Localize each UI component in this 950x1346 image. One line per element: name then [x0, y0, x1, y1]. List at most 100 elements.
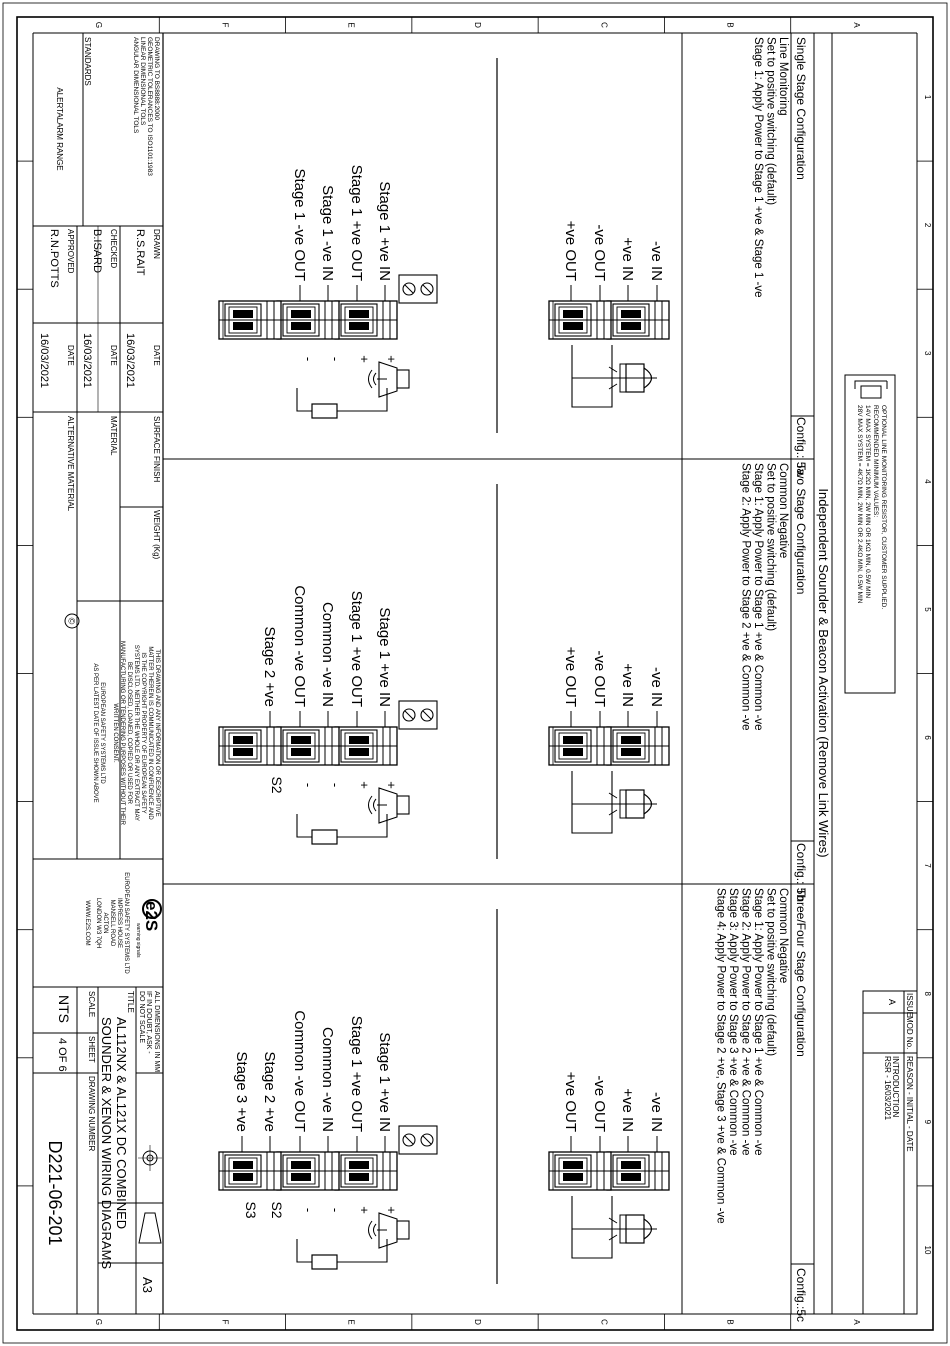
drawing-number: D221-06-201 — [45, 1140, 65, 1245]
svg-text:DO NOT SCALE: DO NOT SCALE — [138, 991, 145, 1043]
terminal-label: -ve OUT — [591, 224, 608, 281]
svg-text:WEIGHT (Kg): WEIGHT (Kg) — [152, 510, 161, 560]
config-line: Stage 1: Apply Power to Stage 1 +ve & Co… — [752, 888, 764, 1156]
polarity-mark: + — [357, 1206, 372, 1214]
range-label: ALERTALARM RANGE — [55, 87, 64, 170]
config-line: Common Negative — [777, 888, 789, 983]
config-line: Stage 1: Apply Power to Stage 1 +ve & St… — [752, 37, 764, 298]
svg-text:28V MAX SYSTEM = 4K7Ω MIN, 2W: 28V MAX SYSTEM = 4K7Ω MIN, 2W MIN OR 2.4… — [856, 405, 863, 604]
svg-text:MANUFACTURING OR TENDERING PUR: MANUFACTURING OR TENDERING PURPOSES WITH… — [119, 641, 125, 826]
config-title: Single Stage Configuration — [794, 37, 808, 180]
approved-by: R.N.POTTS — [48, 229, 60, 288]
svg-text:16/03/2021: 16/03/2021 — [124, 333, 136, 388]
border-row-label: A — [852, 22, 861, 28]
terminal-label: +ve IN — [619, 1088, 636, 1132]
config-title: Two Stage Configuration — [794, 463, 808, 594]
config-line: Line Monitoring — [777, 37, 789, 116]
revision-issue: A — [887, 999, 897, 1005]
polarity-mark: - — [328, 783, 343, 787]
header-title: Independent Sounder & Beacon Activation … — [816, 488, 831, 857]
config-line: Set to positive switching (default) — [765, 463, 777, 631]
svg-text:GEOMETRIC TOLERANCES TO ISO110: GEOMETRIC TOLERANCES TO ISO1101:1983 — [146, 37, 153, 176]
polarity-mark: - — [328, 357, 343, 361]
svg-text:CHECKED: CHECKED — [109, 229, 118, 268]
svg-text:DATE: DATE — [66, 345, 75, 366]
svg-text:WWW.E2S.COM: WWW.E2S.COM — [84, 900, 90, 945]
terminal-label: Stage 1 +ve IN — [376, 181, 393, 281]
config-title: Three/Four Stage Configuration — [794, 888, 808, 1057]
svg-text:IMPRESS HOUSE: IMPRESS HOUSE — [116, 898, 122, 948]
svg-text:DRAWING NUMBER: DRAWING NUMBER — [87, 1076, 96, 1151]
terminal-label: Stage 2 +ve — [261, 627, 278, 707]
svg-text:THIS DRAWING AND ANY INFORMATI: THIS DRAWING AND ANY INFORMATION OR DESC… — [154, 649, 160, 816]
border-row-label: D — [473, 22, 482, 28]
svg-text:LONDON W3 7QH: LONDON W3 7QH — [95, 898, 101, 948]
polarity-mark: + — [384, 781, 399, 789]
config-line: Stage 2: Apply Power to Stage 2 +ve & Co… — [740, 888, 752, 1156]
svg-text:SURFACE FINISH: SURFACE FINISH — [152, 416, 161, 482]
drawing-title-2: SOUNDER & XENON WIRING DIAGRAMS — [99, 1017, 114, 1269]
svg-text:EUROPEAN SAFETY SYSTEMS LTD: EUROPEAN SAFETY SYSTEMS LTD — [123, 872, 129, 974]
svg-text:RECOMMENDED MINIMUM VALUES:: RECOMMENDED MINIMUM VALUES: — [872, 405, 879, 517]
border-row-label: E — [347, 1319, 356, 1324]
terminal-label: Common -ve IN — [319, 1027, 336, 1132]
terminal-label: +ve OUT — [562, 647, 579, 707]
sheet-value: 4 OF 6 — [56, 1038, 68, 1072]
border-row-label: F — [220, 1320, 229, 1325]
terminal-label: -ve IN — [648, 1092, 665, 1132]
polarity-mark: - — [301, 357, 316, 361]
config-line: Set to positive switching (default) — [765, 37, 777, 205]
border-row-label: E — [347, 22, 356, 27]
config-line: Stage 2: Apply Power to Stage 2 +ve & Co… — [740, 463, 752, 731]
title-block: DRAWING TO BS8888:2000 GEOMETRIC TOLERAN… — [33, 33, 163, 1314]
terminal-label: -ve IN — [648, 241, 665, 281]
svg-text:©: © — [67, 618, 77, 625]
svg-text:DATE: DATE — [109, 345, 118, 366]
polarity-mark: + — [384, 1206, 399, 1214]
svg-text:warning signals: warning signals — [135, 923, 141, 958]
svg-text:OPTIONAL LINE MONITORING RESIS: OPTIONAL LINE MONITORING RESISTOR, CUSTO… — [880, 405, 887, 609]
svg-text:ALL DIMENSIONS IN MM: ALL DIMENSIONS IN MM — [153, 991, 160, 1072]
stage-mark: S3 — [243, 1201, 259, 1218]
terminal-label: Stage 1 +ve OUT — [348, 591, 365, 707]
border-row-label: F — [220, 23, 229, 28]
line-monitor-resistor — [571, 771, 613, 834]
config-line: Stage 1: Apply Power to Stage 1 +ve & Co… — [752, 463, 764, 731]
revision-initial-date: RSR - 16/03/2021 — [883, 1056, 892, 1121]
svg-text:ANGULAR DIMENSIONAL TOLS: ANGULAR DIMENSIONAL TOLS — [132, 37, 139, 134]
polarity-mark: + — [384, 355, 399, 363]
svg-text:BE DISCLOSED, LOANED, COPIED O: BE DISCLOSED, LOANED, COPIED OR USED FOR — [126, 662, 132, 805]
scale-value: NTS — [56, 995, 72, 1023]
rotated-drawing-content: Independent Sounder & Beacon Activation … — [33, 33, 918, 1322]
terminal-label: Common -ve IN — [319, 602, 336, 707]
line-monitor-resistor — [571, 1196, 613, 1259]
border-col-label: 10 — [923, 1245, 932, 1254]
e2s-logo: e2S warning signals — [135, 899, 162, 958]
svg-text:MATERIAL: MATERIAL — [109, 416, 118, 456]
border-col-label: 4 — [923, 479, 932, 484]
paper-size: A3 — [140, 1277, 155, 1293]
svg-text:IS THE COPYRIGHT PROPERTY OF E: IS THE COPYRIGHT PROPERTY OF EUROPEAN SA… — [140, 652, 146, 813]
terminal-label: Common -ve OUT — [291, 1010, 308, 1132]
svg-text:AS PER LATEST DATE OF ISSUE SH: AS PER LATEST DATE OF ISSUE SHOWN ABOVE — [92, 663, 98, 802]
svg-text:WRITTEN CONSENT.: WRITTEN CONSENT. — [112, 703, 118, 763]
border-col-label: 5 — [923, 607, 932, 612]
resistor-note: OPTIONAL LINE MONITORING RESISTOR, CUSTO… — [844, 374, 896, 694]
stage-mark: S2 — [269, 776, 285, 793]
polarity-mark: - — [301, 1208, 316, 1212]
terminal-label: +ve IN — [619, 663, 636, 707]
border-col-label: 6 — [923, 735, 932, 740]
svg-text:SYSTEMS LTD. NEITHER THE WHOLE: SYSTEMS LTD. NEITHER THE WHOLE OR ANY EX… — [133, 645, 139, 821]
svg-text:APPROVED: APPROVED — [66, 229, 75, 274]
terminal-label: Stage 1 -ve OUT — [291, 168, 308, 281]
svg-text:DATE: DATE — [152, 345, 161, 366]
border-col-label: 8 — [923, 992, 932, 997]
border-row-label: A — [852, 1319, 861, 1325]
config-line: Common Negative — [777, 463, 789, 558]
svg-text:e2S: e2S — [142, 901, 161, 931]
terminal-label: Stage 2 +ve — [261, 1052, 278, 1132]
checked-by: B.ISARD — [91, 229, 103, 273]
